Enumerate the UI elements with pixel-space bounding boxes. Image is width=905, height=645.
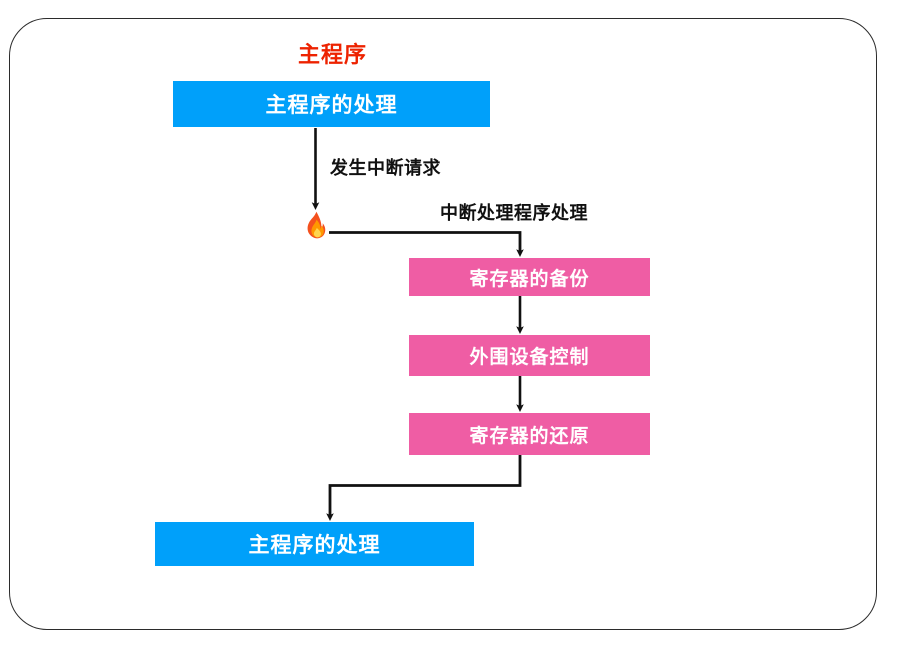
node-register-restore[interactable]: 寄存器的还原 xyxy=(409,413,650,455)
node-main-program-bottom[interactable]: 主程序的处理 xyxy=(155,522,474,566)
edge-label-interrupt-request: 发生中断请求 xyxy=(330,158,441,178)
node-register-backup[interactable]: 寄存器的备份 xyxy=(409,258,650,296)
diagram-frame xyxy=(9,18,877,630)
edge-label-isr-handling: 中断处理程序处理 xyxy=(440,203,588,223)
node-peripheral-control[interactable]: 外围设备控制 xyxy=(409,335,650,376)
node-main-program-top[interactable]: 主程序的处理 xyxy=(173,81,490,127)
flame-icon xyxy=(307,211,326,239)
main-program-title: 主程序 xyxy=(298,42,368,67)
